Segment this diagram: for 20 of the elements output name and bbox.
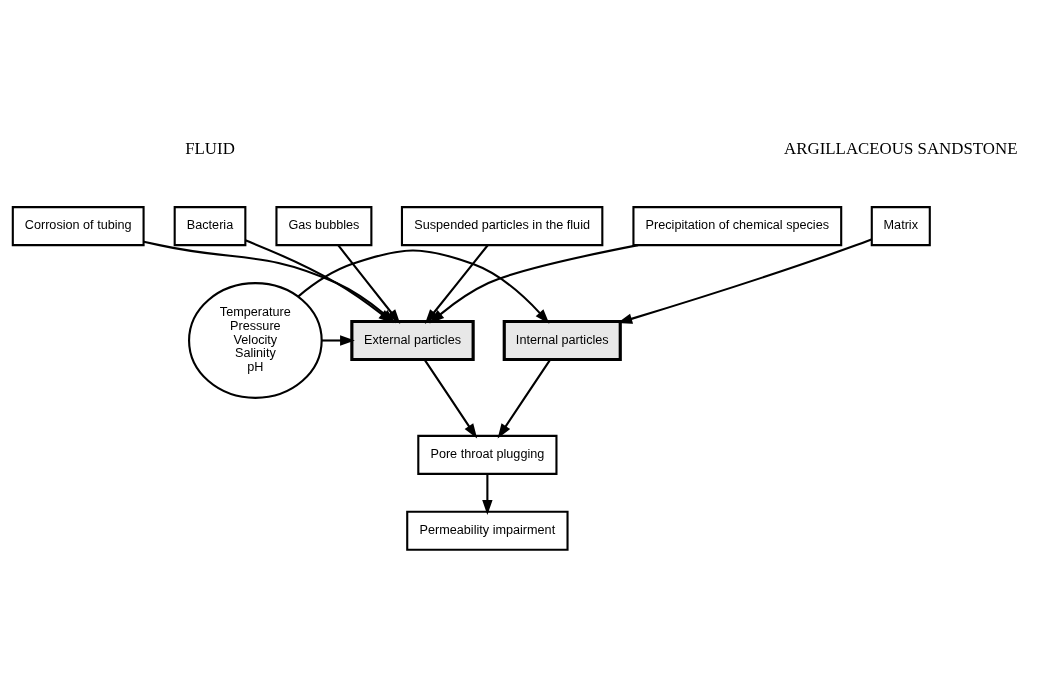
node-box: Permeability impairment — [406, 510, 569, 551]
node-ellipse: Temperature Pressure Velocity Salinity pH — [188, 281, 323, 399]
label: ARGILLACEOUS SANDSTONE — [784, 138, 1018, 158]
arrow — [482, 473, 493, 515]
arrow — [321, 334, 355, 346]
node-box: Suspended particles in the fluid — [400, 205, 604, 246]
node-box: Corrosion of tubing — [11, 205, 145, 246]
arrow — [424, 244, 489, 324]
label: FLUID — [185, 138, 235, 158]
arrow — [429, 243, 639, 323]
node-box: Bacteria — [173, 205, 247, 246]
node-box: External particles — [350, 319, 475, 361]
node-box: Internal particles — [502, 319, 622, 361]
node-box: Gas bubbles — [275, 205, 373, 246]
arrow — [423, 358, 478, 438]
node-box: Precipitation of chemical species — [632, 205, 843, 246]
arrow — [617, 237, 872, 324]
node-box: Pore throat plugging — [417, 434, 558, 475]
node-box: Matrix — [870, 205, 931, 246]
arrow — [497, 358, 552, 438]
